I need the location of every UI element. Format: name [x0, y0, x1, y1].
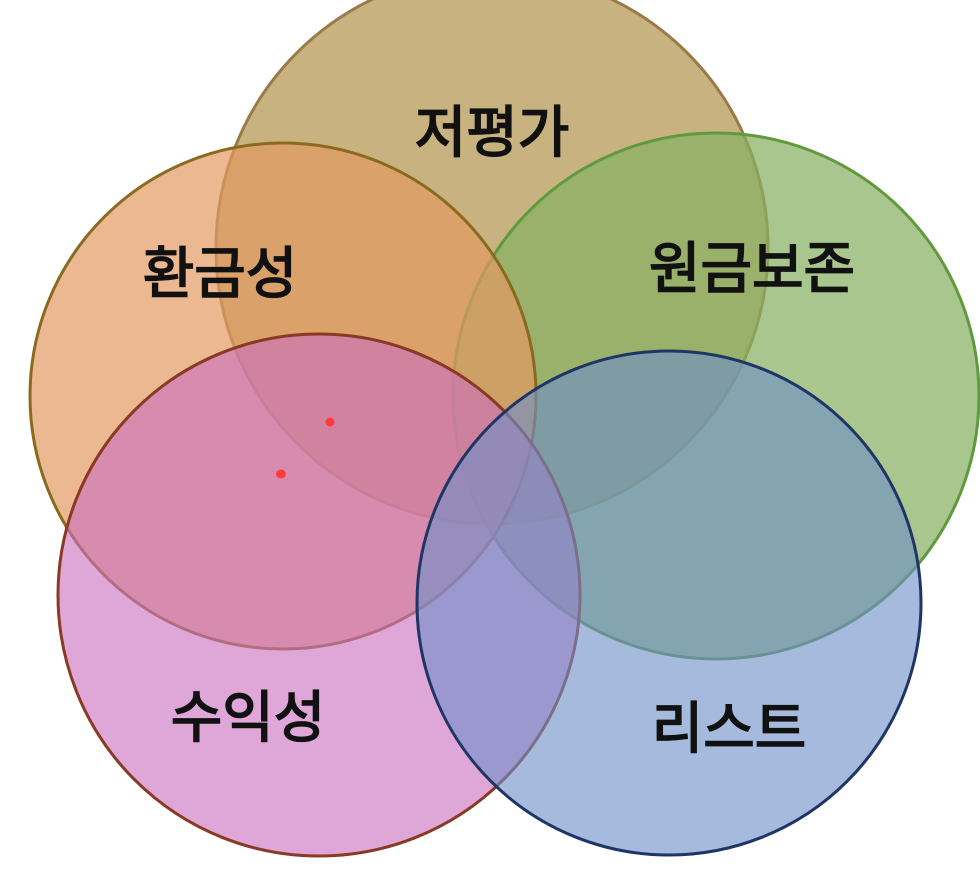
label-liquidity: 환금성 [143, 242, 298, 307]
marker-dot [276, 469, 286, 479]
label-undervalued: 저평가 [415, 101, 570, 166]
venn-circles [28, 0, 980, 858]
marker-dot [325, 417, 335, 427]
markers [276, 417, 335, 479]
label-principal-preservation: 원금보존 [649, 237, 855, 302]
label-risk: 리스트 [652, 697, 807, 762]
circle-risk [415, 349, 923, 857]
venn-labels: 저평가 원금보존 환금성 수익성 리스트 [143, 101, 855, 762]
label-return: 수익성 [171, 686, 326, 751]
